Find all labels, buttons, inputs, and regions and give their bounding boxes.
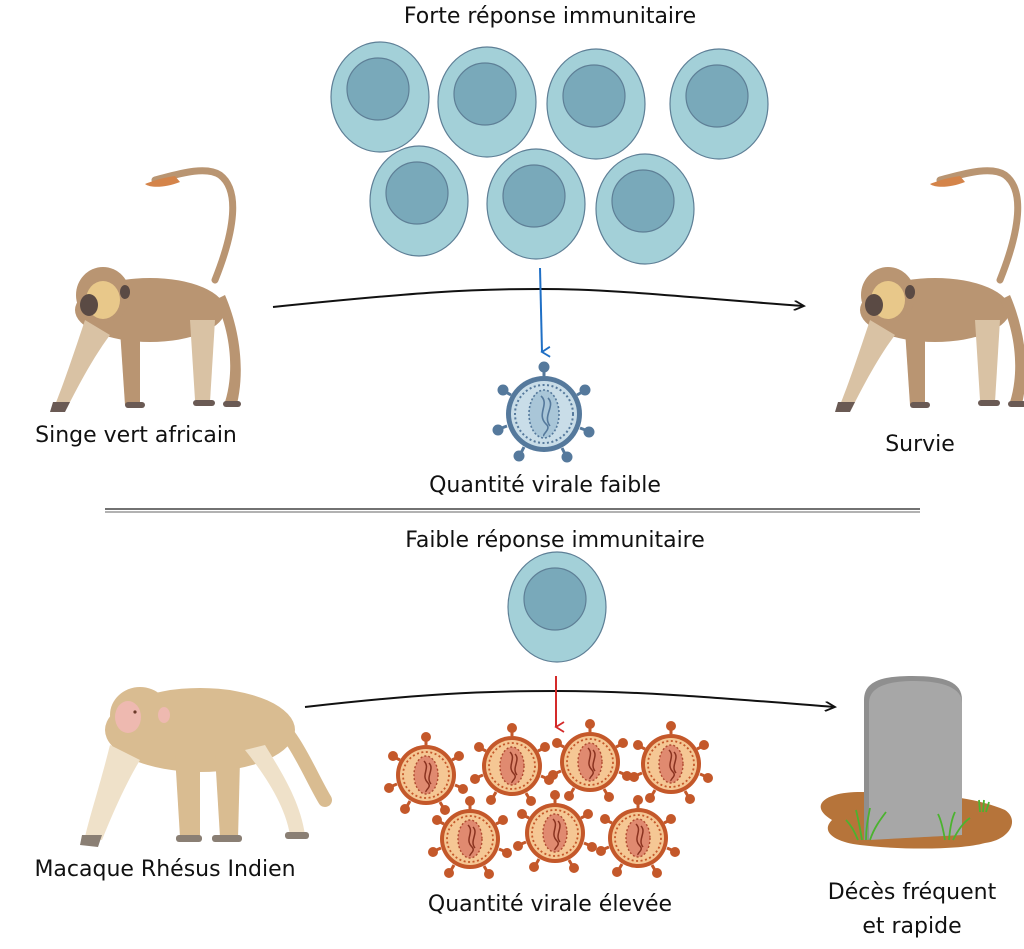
virus-red-icon — [596, 795, 680, 878]
immune-cell — [437, 46, 537, 158]
immune-cell — [486, 148, 586, 260]
top-response-arrow — [539, 267, 551, 358]
virus-red-icon — [629, 721, 713, 804]
tombstone-icon — [820, 676, 1013, 849]
virus-red-icon — [384, 732, 468, 815]
immune-cell — [546, 48, 646, 160]
virus-red-icon — [470, 723, 554, 806]
survival-label: Survie — [885, 432, 955, 457]
green-monkey-label: Singe vert africain — [35, 423, 237, 448]
green-monkey-illustration — [50, 171, 241, 412]
strong-immune-response-label: Forte réponse immunitaire — [403, 4, 697, 29]
top-progression-arrow — [272, 287, 804, 307]
immune-cell-single — [507, 551, 607, 663]
top-immune-cells — [330, 41, 769, 265]
green-monkey-survival-illustration — [835, 171, 1024, 412]
immune-cell — [330, 41, 430, 153]
death-label-line2: et rapide — [862, 914, 962, 939]
immune-cell — [595, 153, 695, 265]
rhesus-macaque-label: Macaque Rhésus Indien — [34, 857, 296, 882]
bottom-progression-arrow — [304, 689, 835, 707]
virus-blue-icon — [492, 361, 595, 463]
virus-red-icon — [548, 719, 632, 802]
death-label-line1: Décès fréquent — [827, 880, 997, 905]
rhesus-macaque-illustration — [80, 687, 325, 847]
bottom-viruses — [384, 719, 713, 879]
immune-cell — [369, 145, 469, 257]
low-viral-load-label: Quantité virale faible — [429, 473, 661, 498]
weak-immune-response-label: Faible réponse immunitaire — [405, 528, 705, 553]
virus-red-icon — [513, 790, 597, 873]
immune-cell — [669, 48, 769, 160]
high-viral-load-label: Quantité virale élevée — [427, 892, 673, 917]
